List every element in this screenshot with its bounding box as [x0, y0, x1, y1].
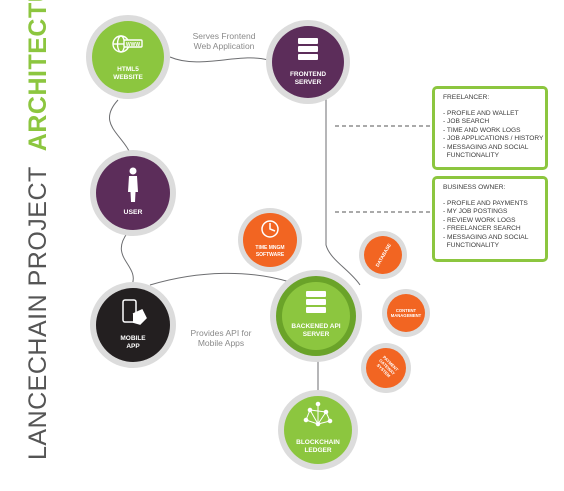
- connectors: [109, 56, 361, 392]
- node-database: DATABASE: [359, 231, 407, 279]
- panel-business-owner: BUSINESS OWNER: - PROFILE AND PAYMENTS -…: [432, 176, 548, 262]
- globe-www-icon: [112, 35, 143, 53]
- caption-provides-line-1: Provides API for: [190, 328, 252, 338]
- node-backend: BACKENED API SERVER: [270, 270, 362, 362]
- page-title-light: LANCECHAIN PROJECT: [24, 167, 52, 460]
- list-item: FUNCTIONALITY: [443, 152, 500, 160]
- caption-serves-line-2: Web Application: [193, 41, 255, 51]
- node-website-label-1: HTML5: [117, 66, 139, 73]
- node-payment: PAYMENT GATEWAY SYSTEM: [361, 343, 411, 393]
- page-title-bold: ARCHITECTURE: [24, 0, 52, 151]
- list-item: - REVIEW WORK LOGS: [443, 216, 516, 224]
- node-blockchain-label-2: LEDGER: [304, 447, 331, 454]
- node-user: USER: [90, 150, 176, 236]
- list-item: - TIME AND WORK LOGS: [443, 126, 521, 134]
- node-backend-label-1: BACKENED API: [291, 323, 340, 330]
- node-website: WWW HTML5 WEBSITE: [86, 15, 170, 99]
- node-timemgmt-label-1: TIME MNGM: [255, 245, 284, 251]
- connector-user-mobile: [121, 231, 134, 286]
- list-item: - PROFILE AND PAYMENTS: [443, 200, 528, 207]
- caption-provides-line-2: Mobile Apps: [197, 338, 245, 348]
- connector-frontend-backend: [325, 95, 361, 286]
- panel-business-owner-title: BUSINESS OWNER:: [443, 184, 506, 191]
- connector-mobile-backend: [149, 272, 291, 286]
- server-stack-icon: [306, 291, 326, 313]
- connector-website-frontend: [169, 56, 269, 63]
- node-mobile-label-2: APP: [126, 343, 140, 350]
- node-mobile-label-1: MOBILE: [120, 335, 146, 342]
- list-item: - MESSAGING AND SOCIAL: [443, 143, 529, 151]
- node-content-label-1: CONTENT: [396, 308, 417, 313]
- person-icon: [128, 167, 138, 202]
- node-content: CONTENT MANAGEMENT: [382, 289, 430, 337]
- node-blockchain-label-1: BLOCKCHAIN: [296, 439, 340, 446]
- list-item: FUNCTIONALITY: [443, 242, 500, 250]
- node-frontend-label-1: FRONTEND: [290, 71, 326, 78]
- node-content-label-2: MANAGEMENT: [391, 313, 422, 318]
- node-frontend-label-2: SERVER: [295, 79, 322, 86]
- node-user-label: USER: [124, 209, 143, 216]
- caption-serves-line-1: Serves Frontend: [192, 31, 256, 41]
- list-item: - JOB SEARCH: [443, 118, 490, 126]
- node-backend-label-2: SERVER: [303, 331, 330, 338]
- list-item: - PROFILE AND WALLET: [443, 110, 519, 117]
- panel-freelancer: FREELANCER: - PROFILE AND WALLET - JOB S…: [432, 86, 548, 170]
- node-blockchain: BLOCKCHAIN LEDGER: [278, 390, 358, 470]
- node-mobile: MOBILE APP: [90, 282, 176, 368]
- svg-text:WWW: WWW: [126, 42, 140, 48]
- list-item: - MY JOB POSTINGS: [443, 208, 508, 216]
- list-item: - JOB APPLICATIONS / HISTORY: [443, 135, 544, 143]
- clock-icon: [261, 220, 279, 238]
- hand-phone-icon: [122, 299, 147, 325]
- node-timemgmt-label-2: SOFTWARE: [256, 252, 285, 258]
- node-website-label-2: WEBSITE: [113, 74, 143, 81]
- panel-freelancer-title: FREELANCER:: [443, 94, 490, 101]
- server-stack-icon: [298, 38, 318, 60]
- caption-serves-frontend: Serves Frontend Web Application: [176, 31, 272, 51]
- dashed-connectors: [335, 125, 435, 213]
- network-graph-icon: [303, 401, 333, 427]
- node-frontend: FRONTEND SERVER: [266, 20, 350, 104]
- list-item: - FREELANCER SEARCH: [443, 225, 521, 233]
- list-item: - MESSAGING AND SOCIAL: [443, 233, 529, 241]
- node-timemgmt: TIME MNGM SOFTWARE: [238, 208, 302, 272]
- caption-provides-api: Provides API for Mobile Apps: [176, 328, 266, 348]
- page-title: LANCECHAIN PROJECT ARCHITECTURE: [24, 0, 52, 460]
- connector-website-user: [109, 99, 133, 159]
